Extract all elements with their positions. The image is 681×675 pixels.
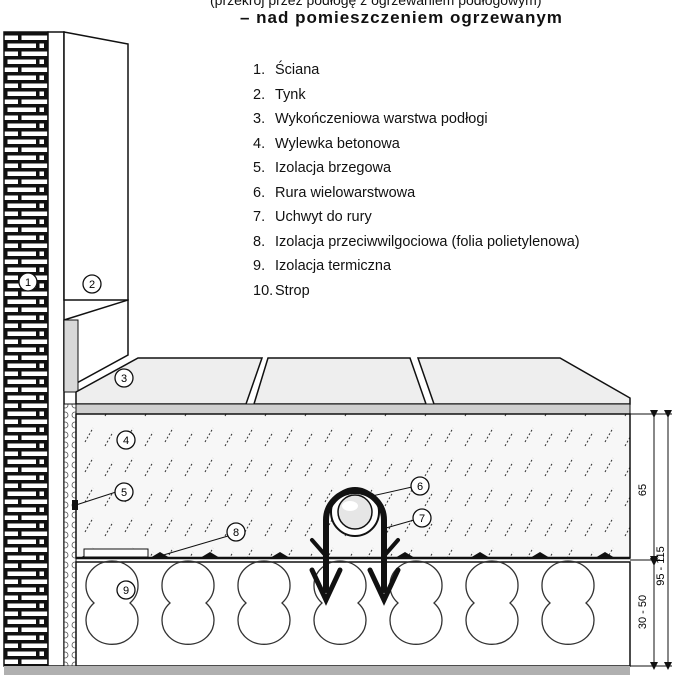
- pipe-clip: [309, 488, 401, 606]
- plaster-layer: [47, 31, 65, 667]
- legend-num: 3.: [253, 111, 266, 127]
- dim-insulation: 30 - 50: [637, 595, 649, 629]
- callout-label: 5: [121, 487, 127, 499]
- callout-label: 8: [233, 527, 239, 539]
- dim-screed: 65: [637, 484, 649, 496]
- callout-8: 8: [159, 522, 246, 557]
- callout-3: 3: [114, 368, 134, 388]
- foil-bump: [270, 552, 290, 558]
- callout-label: 4: [123, 435, 129, 447]
- legend-item: 10.Strop: [253, 283, 580, 308]
- thermal-insulation: [75, 561, 631, 667]
- legend-num: 7.: [253, 209, 266, 225]
- callout-label: 7: [419, 513, 425, 525]
- edge-insulation: [63, 403, 77, 667]
- legend-num: 1.: [253, 62, 266, 78]
- foil-bump: [150, 552, 170, 558]
- legend-num: 10.: [253, 282, 274, 299]
- legend-item: 4. Wylewka betonowa: [253, 136, 580, 161]
- moisture-foil: [76, 548, 630, 560]
- legend-item: 9. Izolacja termiczna: [253, 258, 580, 283]
- legend-label: Rura wielowarstwowa: [275, 184, 416, 201]
- top-cut-text: (przekrój przez podłogę z ogrzewaniem po…: [210, 0, 542, 8]
- foil-bump: [395, 552, 415, 558]
- legend-label: Strop: [275, 282, 310, 299]
- callout-label: 1: [25, 277, 31, 289]
- foil-bump: [595, 552, 615, 558]
- dimension-lines: [630, 410, 672, 670]
- legend-item: 2. Tynk: [253, 87, 580, 112]
- floor-tile-front: [75, 403, 631, 415]
- foil-bump: [200, 552, 220, 558]
- legend-list: 1. Ściana 2. Tynk 3. Wykończeniowa warstwa …: [253, 62, 580, 307]
- legend-label: Uchwyt do rury: [275, 209, 372, 225]
- legend-num: 5.: [253, 160, 266, 176]
- callout-2: 2: [82, 274, 102, 294]
- legend-label: Izolacja brzegowa: [275, 160, 392, 176]
- legend-label: Tynk: [275, 86, 306, 103]
- legend-item: 3. Wykończeniowa warstwa podłogi: [253, 111, 580, 136]
- insulation-lobes: [85, 560, 595, 645]
- wall-face-panel: [63, 31, 129, 301]
- callout-label: 3: [121, 373, 127, 385]
- legend-num: 4.: [253, 135, 266, 152]
- callout-6: 6: [371, 476, 430, 497]
- legend-label: Izolacja termiczna: [275, 258, 392, 274]
- heating-pipe: [330, 487, 380, 537]
- ceiling-slab: [4, 666, 630, 675]
- finish-floor-tiles: [75, 357, 631, 415]
- legend-label: Wykończeniowa warstwa podłogi: [275, 111, 488, 127]
- legend-label: Izolacja przeciwwilgociowa (folia poliet…: [275, 233, 580, 250]
- foil-bump: [530, 552, 550, 558]
- legend-num: 6.: [253, 184, 266, 201]
- legend-num: 9.: [253, 258, 266, 274]
- legend-item: 7. Uchwyt do rury: [253, 209, 580, 234]
- foil-overlap: [83, 548, 149, 558]
- callout-5: 5: [72, 482, 134, 510]
- floor-tile: [252, 357, 428, 405]
- legend-item: 6. Rura wielowarstwowa: [253, 185, 580, 210]
- legend-label: Ściana: [275, 62, 320, 78]
- callout-label: 9: [123, 585, 129, 597]
- callout-7: 7: [385, 508, 432, 529]
- legend-item: 5. Izolacja brzegowa: [253, 160, 580, 185]
- dim-total: 95 - 115: [655, 546, 667, 586]
- legend-label: Wylewka betonowa: [275, 135, 400, 152]
- callout-4: 4: [116, 430, 136, 450]
- diagram-title: – nad pomieszczeniem ogrzewanym: [240, 8, 563, 27]
- skirting-front: [63, 319, 79, 393]
- foil-bump: [470, 552, 490, 558]
- legend-num: 2.: [253, 86, 266, 103]
- callout-label: 2: [89, 279, 95, 291]
- legend-item: 8. Izolacja przeciwwilgociowa (folia poli…: [253, 234, 580, 259]
- callout-9: 9: [116, 580, 136, 600]
- callout-1: 1: [18, 272, 38, 292]
- callout-label: 6: [417, 481, 423, 493]
- floor-tile: [416, 357, 631, 405]
- brick-wall: [3, 31, 49, 667]
- legend-num: 8.: [253, 233, 266, 250]
- legend-item: 1. Ściana: [253, 62, 580, 87]
